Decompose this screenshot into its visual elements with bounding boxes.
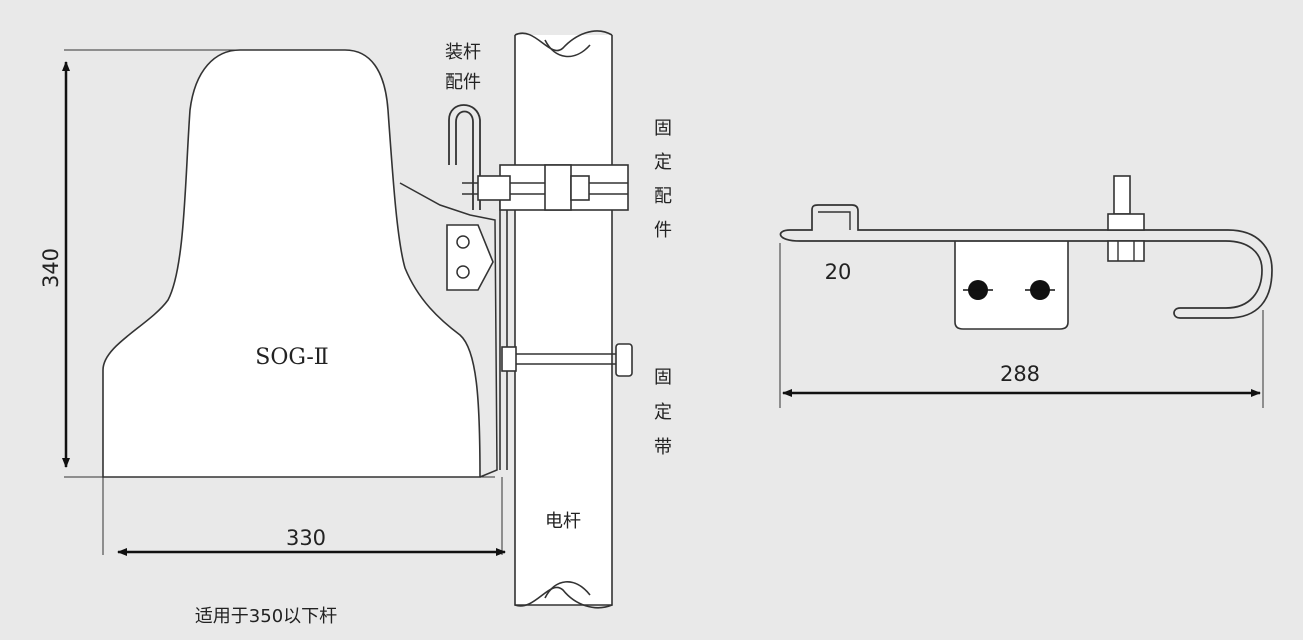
step-dim-label: 20 [825,260,852,284]
fixing-hardware-char-3: 配 [654,186,672,207]
fixing-bolt-mid [544,164,572,211]
r-bolt-nut [1107,213,1145,231]
fixing-strap-char-2: 定 [654,402,672,423]
height-dim-label: 340 [39,248,63,288]
r-bar-step-inner [818,211,851,230]
pole-break-bottom [514,586,613,609]
fixing-hardware-char-2: 定 [654,152,672,173]
mount-hole-bottom [456,265,470,279]
pole-break-top [514,30,613,52]
mount-hook-inner [455,110,474,210]
fixing-hardware-char-1: 固 [654,118,672,139]
mount-hardware-label-2: 配件 [445,72,481,93]
r-bolt-shank [1113,175,1131,215]
r-bolt-lower [1107,240,1145,262]
fixing-strap-char-1: 固 [654,367,672,388]
fixing-strap-nut [501,346,517,372]
mount-hole-top [456,235,470,249]
mount-hook [448,104,481,210]
r-mount-plate [954,241,1069,330]
pole-label: 电杆 [545,511,581,532]
fixing-bolt-left [477,175,511,201]
product-label: SOG-Ⅱ [255,345,328,370]
fixing-bolt-right [570,175,590,201]
r-bar-outline [779,204,1273,319]
mount-hardware-label-1: 装杆 [445,42,481,63]
length-dim-label: 288 [1000,362,1040,386]
back-plate [399,182,498,478]
caption: 适用于350以下杆 [195,606,337,627]
fixing-hardware-char-4: 件 [654,220,672,241]
mount-bracket [446,224,494,291]
fixing-strap-head [615,343,633,377]
width-dim-label: 330 [286,526,326,550]
pole-break-bottom-2 [544,581,591,599]
pole-break-top-2 [544,39,591,58]
shield-panel [102,49,481,478]
fixing-strap-char-3: 带 [654,437,672,458]
